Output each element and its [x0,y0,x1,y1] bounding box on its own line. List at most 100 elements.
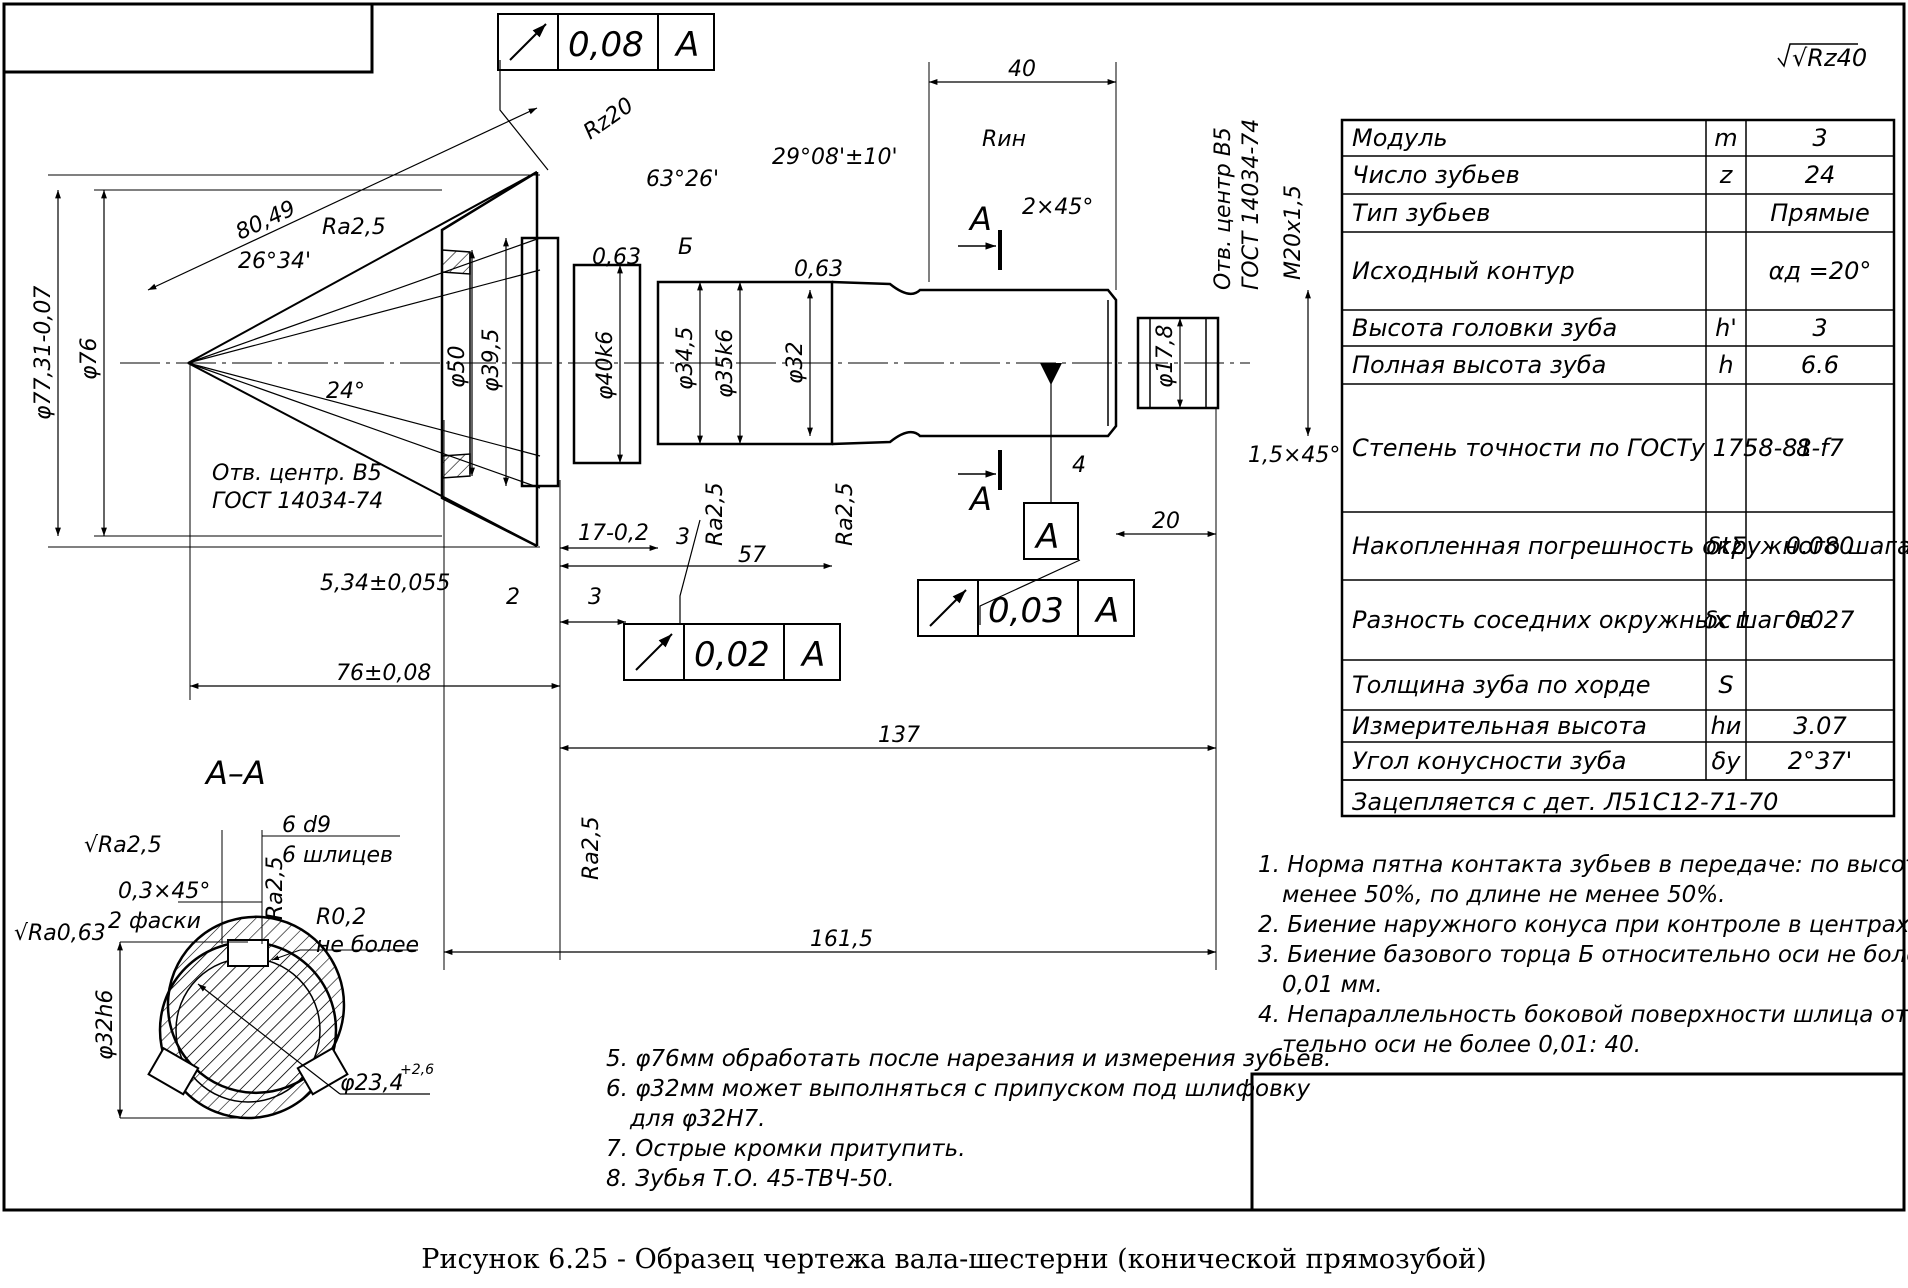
dim-m20: M20x1,5 [1281,185,1306,280]
dim-76: 76±0,08 [336,661,431,686]
param-value: 8-f7 [1796,434,1844,462]
note-line: 2. Биение наружного конуса при контроле … [1258,912,1908,938]
param-symbol: h [1718,351,1733,379]
dim-20: 20 [1152,509,1180,534]
datum-b-label: Б [678,235,693,260]
param-value: 24 [1805,161,1836,189]
datum-a-label: A [1034,517,1059,557]
section-chamfer-note: 2 фаски [108,909,201,934]
param-name: Исходный контур [1352,257,1575,285]
note-line: для φ32Н7. [629,1106,765,1132]
note-line: тельно оси не более 0,01: 40. [1282,1032,1641,1058]
dim-angle-29: 29°08'±10' [772,145,898,170]
section-ra063: √Ra0,63 [14,921,106,946]
param-symbol: m [1714,124,1737,152]
tolerance-value: 0,08 [568,25,644,65]
param-name: Число зубьев [1352,161,1520,189]
section-d32h6: φ32h6 [93,990,118,1060]
param-name: Высота головки зуба [1352,314,1617,342]
note-line: 5. φ76мм обработать после нарезания и из… [606,1046,1331,1072]
section-splines: 6 шлицев [282,843,393,868]
param-value: Прямые [1770,199,1870,227]
param-symbol: δtΣ [1706,532,1746,560]
center-hole-left-1: Отв. центр. В5 [212,461,382,486]
param-symbol: h' [1715,314,1737,342]
param-symbol: δс t [1704,606,1751,634]
param-value: αд =20° [1769,257,1872,285]
section-title: А–А [204,754,266,792]
note-line: 1. Норма пятна контакта зубьев в передач… [1258,852,1908,878]
center-hole-right-1: Отв. центр В5 [1211,127,1236,290]
section-ra25-vertical: Ra2,5 [263,856,288,920]
param-symbol: S [1718,671,1733,699]
dim-d345: φ34,5 [673,327,698,391]
cut-label-bottom: А [968,480,992,518]
section-d234-tol: +2,6 [400,1062,434,1078]
dim-d50: φ50 [445,345,470,388]
roughness-marks: Rz20 Ra2,5 0,63 0,63 Ra2,5 Ra2,5 Ra2,5 [322,93,858,880]
note-line: 8. Зубья Т.О. 45-ТВЧ-50. [606,1166,895,1192]
rough-ra25-b: Ra2,5 [833,482,858,546]
section-radius: R0,2 [316,905,366,930]
tolerance-frame: 0,08 A [497,13,715,71]
dim-8049: 80,49 [232,196,300,245]
section-d234: φ23,4 [340,1071,404,1096]
param-name: Разность соседних окружных шагов [1352,606,1814,634]
dim-d39: φ39,5 [479,329,504,393]
section-ra25: √Ra2,5 [84,833,162,858]
tolerance-frame: 0,03 A [917,579,1135,637]
param-value: 2°37' [1788,747,1852,775]
dim-2: 2 [506,585,520,610]
param-name: Измерительная высота [1352,712,1647,740]
center-hole-left-2: ГОСТ 14034-74 [212,489,383,514]
dim-d32: φ32 [783,341,808,384]
tolerance-value: 0,02 [694,635,770,675]
center-hole-left: Отв. центр. В5 ГОСТ 14034-74 [212,461,383,514]
dim-radius: Rин [982,127,1026,152]
section-radius-note: не более [316,933,419,958]
param-name: Угол конусности зуба [1352,747,1626,775]
tolerance-value: 0,03 [988,591,1064,631]
param-value: 0.080 [1786,532,1855,560]
shaft-outline [440,170,1220,548]
dimension-lines [55,79,1311,955]
note-line: 6. φ32мм может выполняться с припуском п… [606,1076,1311,1102]
param-value: 3 [1812,124,1827,152]
dim-angle-24: 24° [326,379,365,404]
section-d9: 6 d9 [282,813,331,838]
center-hole-right-2: ГОСТ 14034-74 [1239,119,1264,290]
dim-chamfer-2x45: 2×45° [1022,195,1093,220]
tolerance-frame: 0,02 A [623,623,841,681]
tolerance-leaders [499,60,1081,625]
dim-40: 40 [1008,57,1036,82]
tolerance-datum: A [674,25,699,65]
note-line: 4. Непараллельность боковой поверхности … [1258,1002,1908,1028]
param-name: Степень точности по ГОСТу 1758-81 [1352,434,1813,462]
technical-notes-bottom: 5. φ76мм обработать после нарезания и из… [606,1046,1331,1192]
param-symbol: δу [1712,747,1742,775]
section-cut-marks [958,230,1002,490]
gear-params-table [1340,118,1896,818]
dim-d76: φ76 [77,337,102,380]
dim-4: 4 [1072,453,1086,478]
tolerance-datum: A [800,635,825,675]
rough-ra25-a: Ra2,5 [703,482,728,546]
note-line: 7. Острые кромки притупить. [606,1136,966,1162]
dim-d40: φ40k6 [593,331,618,400]
param-name: Полная высота зуба [1352,351,1606,379]
dim-1615: 161,5 [810,927,873,952]
general-roughness-mark: √Rz40 [1777,43,1867,72]
tolerance-datum: A [1094,591,1119,631]
note-line: менее 50%, по длине не менее 50%. [1282,882,1725,908]
dim-3a: 3 [676,525,690,550]
rough-ra25-c: Ra2,5 [579,816,604,880]
param-symbol: hи [1711,712,1742,740]
dim-17: 17-0,2 [578,521,649,546]
dim-3b: 3 [588,585,602,610]
figure-caption: Рисунок 6.25 - Образец чертежа вала-шест… [421,1244,1487,1275]
param-value: 3.07 [1793,712,1847,740]
param-value: 3 [1812,314,1827,342]
